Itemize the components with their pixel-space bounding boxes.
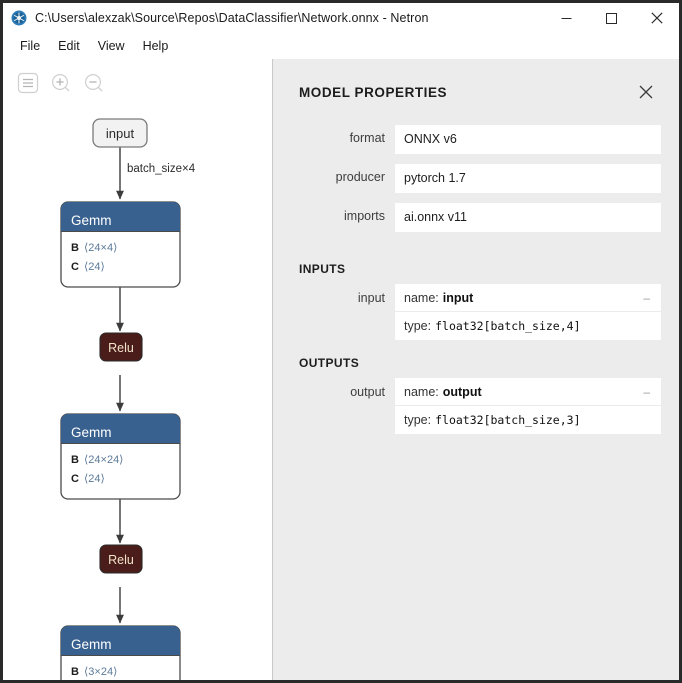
property-value-producer[interactable]: pytorch 1.7	[395, 164, 661, 193]
zoom-out-icon[interactable]	[82, 71, 106, 95]
section-title-outputs: OUTPUTS	[299, 356, 360, 370]
output-type-line: type: float32[batch_size,3]	[395, 406, 661, 434]
panel-title: MODEL PROPERTIES	[299, 84, 448, 100]
menu-bar: File Edit View Help	[3, 33, 679, 59]
main-content: input batch_size×4 Gemm B ⟨24×4⟩ C ⟨24⟩	[3, 59, 679, 680]
property-value-imports[interactable]: ai.onnx v11	[395, 203, 661, 232]
graph-node-relu-1[interactable]: Relu	[99, 332, 143, 362]
input-row: input name: input – type: float32[batch_…	[273, 284, 679, 340]
property-label: format	[349, 131, 385, 145]
property-value-format[interactable]: ONNX v6	[395, 125, 661, 154]
edge-label-input-gemm1: batch_size×4	[127, 163, 196, 175]
graph-attr-key: C	[71, 473, 79, 485]
property-label: producer	[335, 170, 385, 184]
outputs-section: OUTPUTS output name: output – type:	[273, 356, 679, 434]
output-entry: output name: output – type: float32[batc…	[273, 378, 679, 434]
graph-node-relu-2[interactable]: Relu	[99, 544, 143, 574]
graph-node-gemm-3[interactable]: Gemm B ⟨3×24⟩ C ⟨3⟩	[60, 625, 181, 680]
netron-logo-icon	[11, 10, 27, 26]
minimize-button[interactable]	[544, 3, 589, 33]
graph-node-gemm-1[interactable]: Gemm B ⟨24×4⟩ C ⟨24⟩	[60, 201, 181, 288]
graph-node-label: input	[106, 126, 135, 141]
window-title: C:\Users\alexzak\Source\Repos\DataClassi…	[35, 11, 429, 25]
graph-node-label: Gemm	[71, 213, 112, 228]
graph-canvas[interactable]: input batch_size×4 Gemm B ⟨24×4⟩ C ⟨24⟩	[3, 59, 272, 680]
input-name-value: input	[442, 290, 474, 305]
menu-file[interactable]: File	[20, 39, 41, 53]
graph-attr-value: ⟨24×24⟩	[84, 454, 123, 466]
inputs-section: INPUTS input name: input – type:	[273, 262, 679, 340]
menu-view[interactable]: View	[97, 39, 125, 53]
close-button[interactable]	[634, 3, 679, 33]
graph-attr-key: B	[71, 454, 79, 466]
input-type-value: float32[batch_size,4]	[435, 319, 581, 333]
output-name-key: name:	[404, 384, 439, 399]
input-name-line[interactable]: name: input –	[395, 284, 661, 312]
model-properties-panel: MODEL PROPERTIES format ONNX v6 producer…	[272, 59, 679, 680]
graph-node-label: Relu	[108, 341, 134, 355]
graph-attr-value: ⟨24×4⟩	[84, 242, 117, 254]
property-row-producer: producer pytorch 1.7	[273, 164, 679, 193]
window-controls	[544, 3, 679, 33]
panel-header: MODEL PROPERTIES	[273, 59, 679, 103]
graph-attr-value: ⟨24⟩	[84, 473, 105, 485]
property-label: imports	[344, 209, 385, 223]
collapse-icon[interactable]: –	[643, 290, 650, 305]
graph-toolbar	[16, 71, 106, 95]
collapse-icon[interactable]: –	[643, 384, 650, 399]
input-label: input	[357, 291, 385, 305]
output-name-value: output	[442, 384, 482, 399]
section-title-inputs: INPUTS	[299, 262, 346, 276]
graph-attr-key: B	[71, 242, 79, 254]
model-graph[interactable]: input batch_size×4 Gemm B ⟨24×4⟩ C ⟨24⟩	[3, 59, 272, 680]
output-card: name: output – type: float32[batch_size,…	[395, 378, 661, 434]
output-row: output name: output – type: float32[batc…	[273, 378, 679, 434]
zoom-in-icon[interactable]	[49, 71, 73, 95]
model-properties-list: format ONNX v6 producer pytorch 1.7 impo…	[273, 125, 679, 232]
graph-node-input[interactable]: input	[92, 118, 148, 148]
output-type-value: float32[batch_size,3]	[435, 413, 581, 427]
graph-node-gemm-2[interactable]: Gemm B ⟨24×24⟩ C ⟨24⟩	[60, 413, 181, 500]
graph-attr-key: C	[71, 261, 79, 273]
input-type-key: type:	[404, 319, 432, 333]
output-label: output	[350, 385, 385, 399]
graph-attr-value: ⟨24⟩	[84, 261, 105, 273]
input-card: name: input – type: float32[batch_size,4…	[395, 284, 661, 340]
graph-attr-value: ⟨3×24⟩	[84, 666, 117, 678]
menu-edit[interactable]: Edit	[58, 39, 80, 53]
menu-icon[interactable]	[16, 71, 40, 95]
output-type-key: type:	[404, 413, 432, 427]
graph-attr-key: B	[71, 666, 79, 678]
graph-node-label: Gemm	[71, 637, 112, 652]
close-icon[interactable]	[635, 81, 657, 103]
title-bar: C:\Users\alexzak\Source\Repos\DataClassi…	[3, 3, 679, 33]
output-name-line[interactable]: name: output –	[395, 378, 661, 406]
input-type-line: type: float32[batch_size,4]	[395, 312, 661, 340]
menu-help[interactable]: Help	[142, 39, 169, 53]
graph-node-label: Gemm	[71, 425, 112, 440]
input-name-key: name:	[404, 290, 439, 305]
property-row-imports: imports ai.onnx v11	[273, 203, 679, 232]
input-entry: input name: input – type: float32[batch_…	[273, 284, 679, 340]
maximize-button[interactable]	[589, 3, 634, 33]
property-row-format: format ONNX v6	[273, 125, 679, 154]
graph-node-label: Relu	[108, 553, 134, 567]
